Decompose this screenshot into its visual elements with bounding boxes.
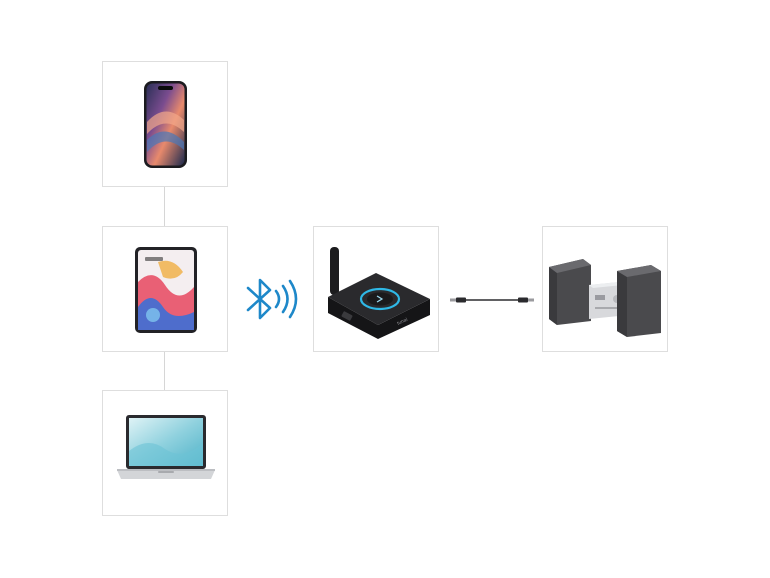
bluetooth-receiver-icon: tunai [328,247,430,339]
receiver-brand-label: tunai [396,317,408,327]
tablet-card [102,226,228,352]
connector-phone-tablet [164,187,165,226]
laptop-icon [117,415,215,479]
connector-tablet-laptop [164,352,165,390]
aux-cable-link [447,290,537,315]
bluetooth-receiver-card: tunai [313,226,439,352]
bluetooth-link [240,270,304,335]
aux-cable-icon [450,297,534,303]
phone-card [102,61,228,187]
stereo-system-card [542,226,668,352]
laptop-card [102,390,228,516]
tablet-icon [135,247,197,333]
smartphone-icon [144,81,187,168]
bluetooth-icon [246,278,298,320]
stereo-system-icon [549,259,661,337]
